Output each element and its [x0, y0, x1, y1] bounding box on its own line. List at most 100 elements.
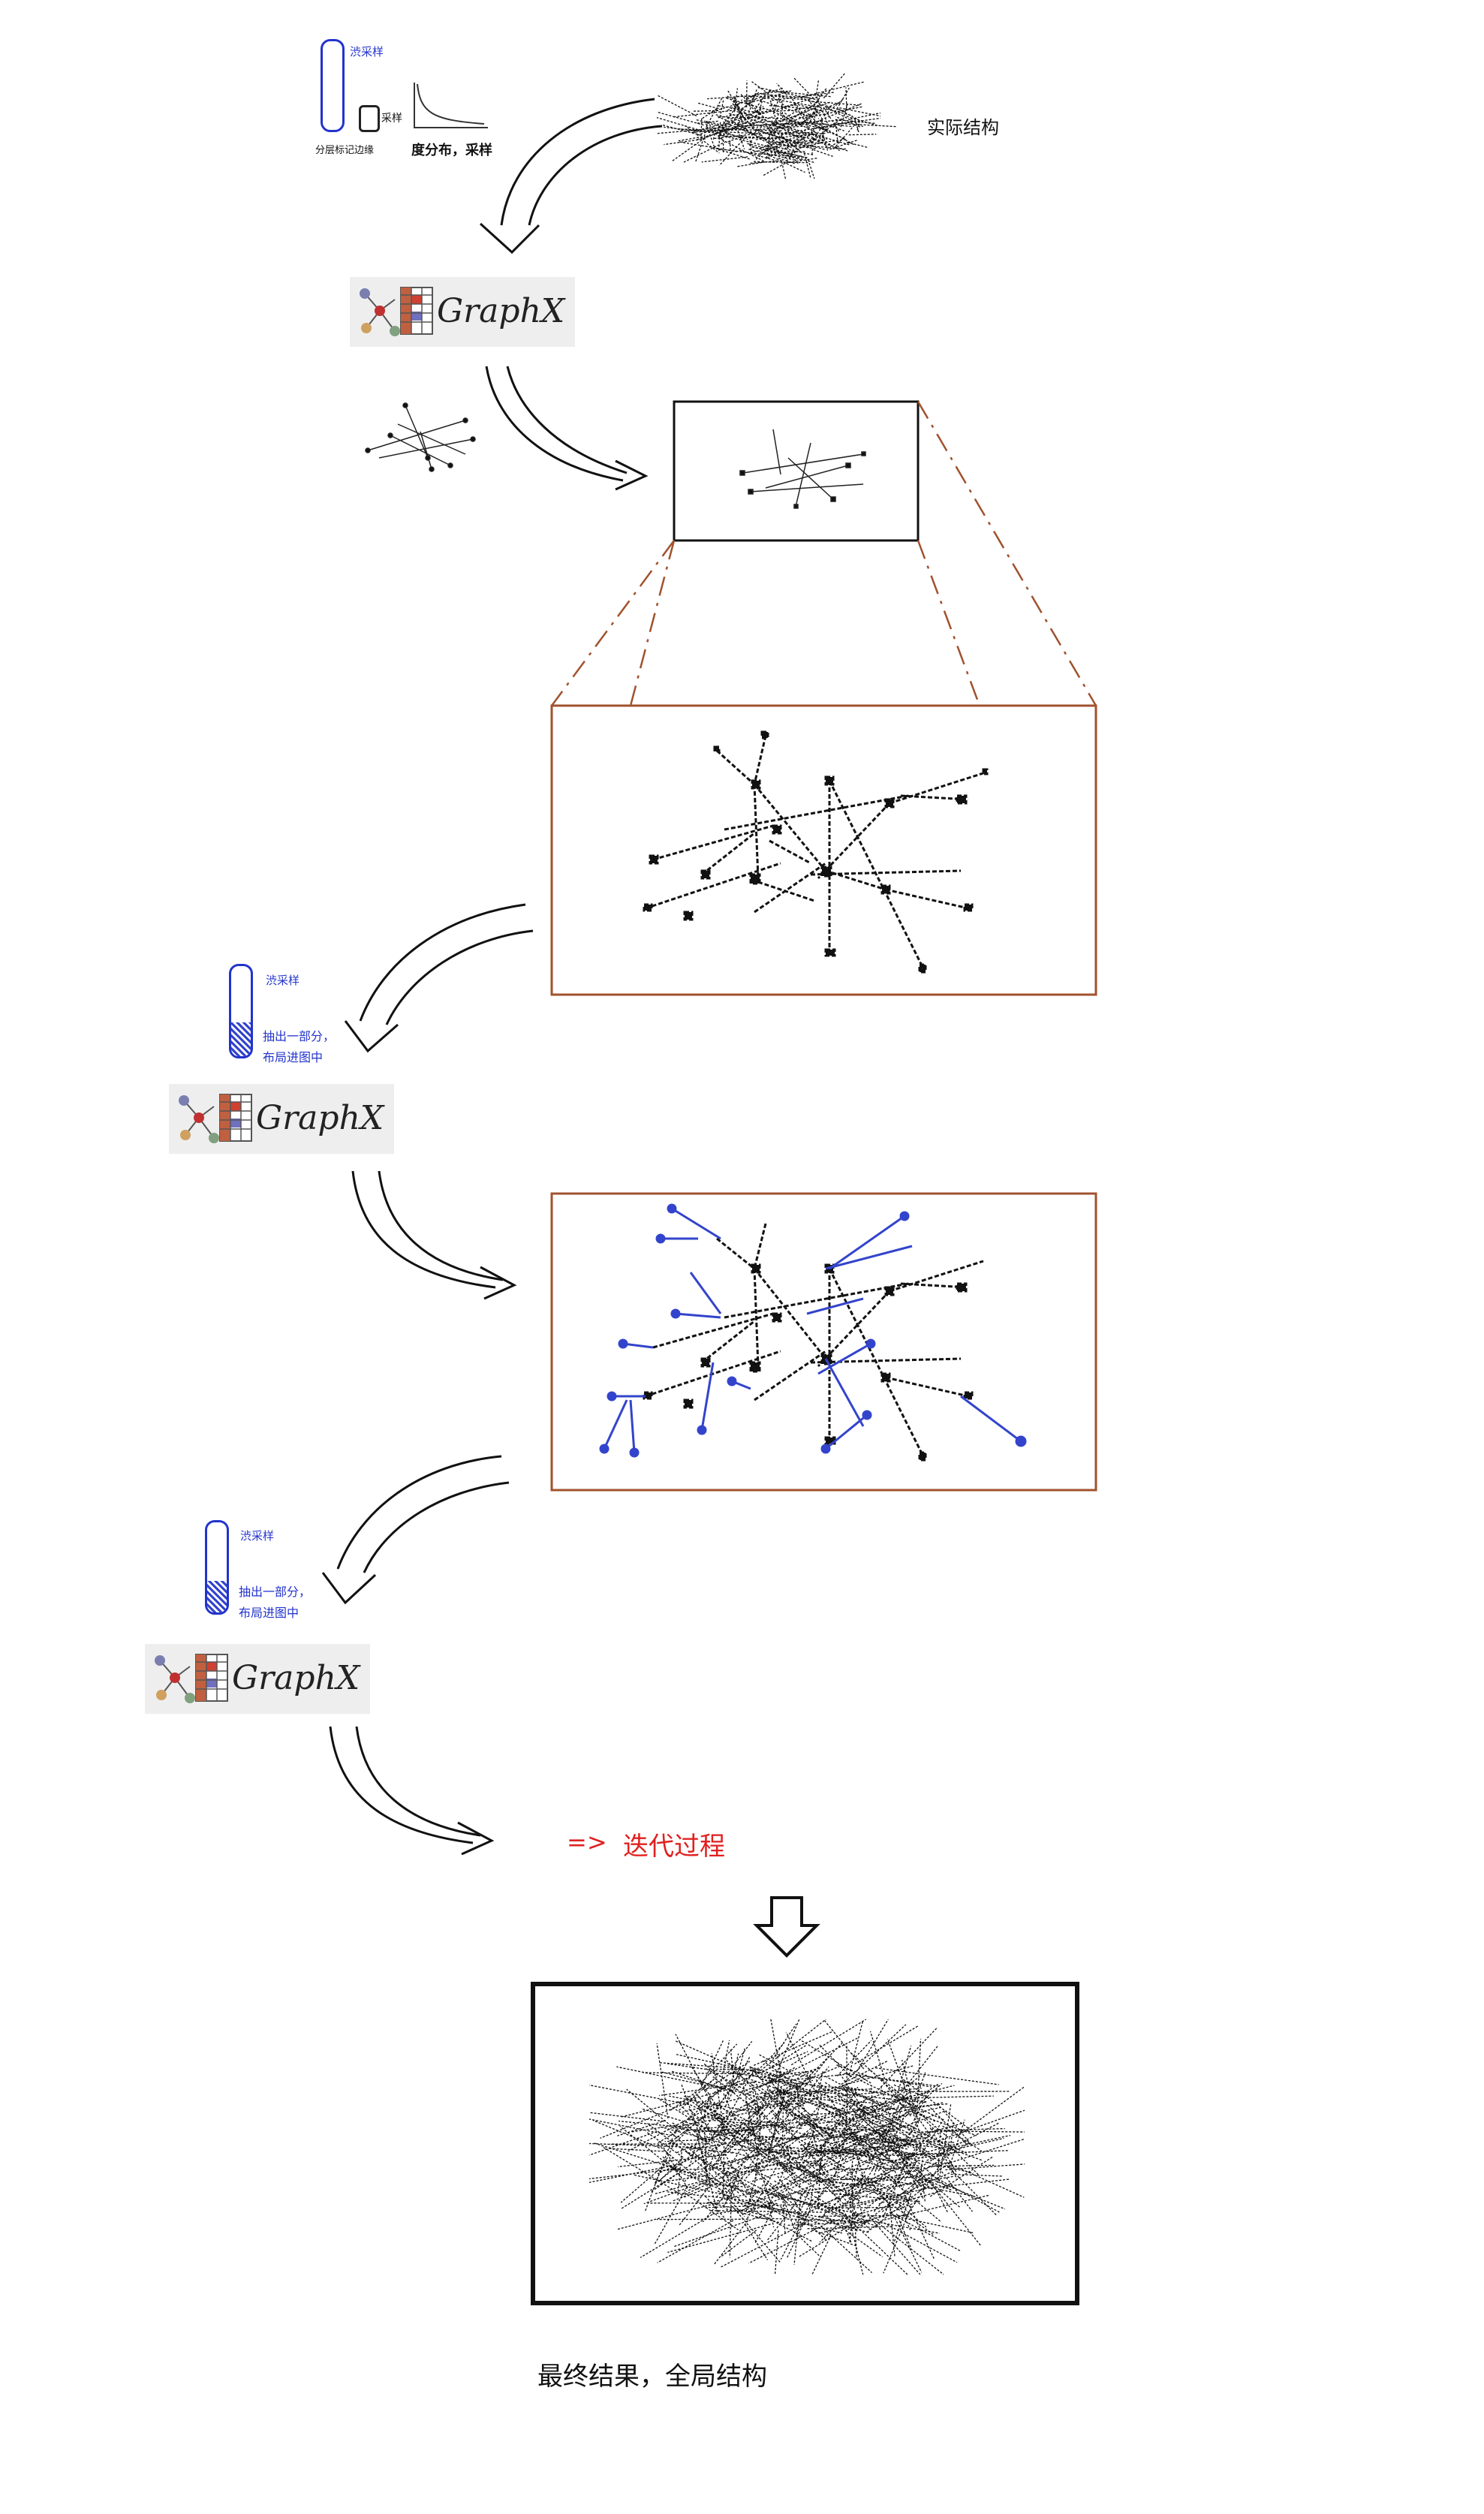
- hairball-edge: [663, 2167, 733, 2171]
- hairball-edge: [893, 2148, 916, 2184]
- zoom-lines: [550, 401, 1097, 706]
- hairball-edge: [832, 2154, 842, 2181]
- hairball-edge: [757, 2145, 820, 2166]
- hairball-edge: [707, 128, 745, 132]
- hairball-edge: [701, 156, 748, 163]
- hairball-edge: [841, 2060, 889, 2085]
- hairball-edge: [797, 2205, 814, 2232]
- hairball-edge: [718, 113, 732, 140]
- hairball-edge: [757, 117, 790, 128]
- hairball-edge: [718, 137, 745, 167]
- hairball-edge: [745, 116, 773, 127]
- hairball-edge: [936, 2127, 1005, 2131]
- hairball-edge: [726, 2053, 739, 2103]
- hairball-edge: [746, 123, 766, 140]
- hairball-edge: [619, 2125, 674, 2169]
- hairball-edge: [785, 120, 853, 128]
- hairball-edge: [710, 2127, 725, 2164]
- hairball-edge: [769, 2088, 821, 2108]
- hairball-edge: [620, 2157, 674, 2203]
- hairball-edge: [649, 2149, 713, 2193]
- hairball-edge: [736, 2048, 745, 2079]
- hairball-edge: [691, 2136, 775, 2150]
- hairball-edge: [814, 112, 816, 128]
- hairball-edge: [721, 134, 779, 150]
- hairball-edge: [747, 2188, 860, 2215]
- hairball-edge: [712, 97, 761, 113]
- hairball-edge: [683, 2095, 729, 2128]
- hairball-edge: [683, 140, 727, 163]
- hairball-edge: [721, 2151, 760, 2208]
- hairball-edge: [814, 2091, 927, 2103]
- hairball-edge: [770, 2019, 781, 2073]
- hairball-edge: [734, 97, 744, 125]
- hairball-edge: [787, 2211, 810, 2258]
- hairball-edge: [761, 2172, 796, 2195]
- hairball-edge: [894, 2123, 962, 2143]
- hairball-edge: [733, 88, 739, 113]
- hairball-edge: [588, 2112, 664, 2122]
- hairball-edge: [815, 2079, 862, 2145]
- hairball-edge: [947, 2162, 1025, 2198]
- hairball-edge: [821, 130, 824, 141]
- hairball-edge: [832, 117, 880, 125]
- hairball-edge: [757, 129, 812, 149]
- hairball-edge: [814, 2148, 851, 2172]
- hairball-edge: [893, 2084, 929, 2099]
- hairball-edge: [703, 2171, 745, 2217]
- hairball-edge: [670, 2127, 783, 2139]
- hairball-edge: [829, 2162, 883, 2192]
- hairball-edge: [938, 2109, 1025, 2142]
- hairball-edge: [775, 2066, 829, 2132]
- hairball-edge: [800, 114, 813, 125]
- hairball-edge: [878, 2133, 911, 2208]
- hairball-edge: [774, 2086, 809, 2114]
- hairball-edge: [654, 2186, 688, 2245]
- zoom-frame-small-graph: [739, 429, 866, 509]
- hairball-edge: [740, 94, 766, 119]
- hairball-edge: [721, 2115, 762, 2180]
- hairball-edge: [659, 2141, 688, 2189]
- hairball-edge: [748, 89, 757, 113]
- hairball-edge: [671, 135, 709, 162]
- hairball-edge: [861, 2138, 955, 2143]
- hairball-edge: [678, 2076, 718, 2112]
- hairball-edge: [658, 2097, 716, 2136]
- hairball-edge: [762, 2044, 807, 2073]
- hairball-edge: [789, 95, 808, 121]
- hairball-edge: [682, 2100, 757, 2137]
- hairball-edge: [810, 2150, 918, 2157]
- hairball-edge: [878, 2178, 975, 2197]
- hairball-edge: [693, 2094, 711, 2135]
- hairball-edge: [805, 2174, 909, 2199]
- hairball-edge: [746, 89, 781, 98]
- hairball-edge: [796, 2161, 823, 2184]
- hairball-edge: [844, 2024, 907, 2083]
- hairball-edge: [705, 2202, 831, 2208]
- hairball-edge: [751, 2084, 762, 2142]
- hairball-edge: [918, 2148, 926, 2185]
- hairball-edge: [712, 128, 717, 140]
- hairball-edge: [875, 2067, 999, 2085]
- hairball-edge: [846, 2126, 886, 2145]
- hairball-edge: [871, 2111, 968, 2154]
- hairball-edge: [703, 2063, 763, 2110]
- hairball-edge: [617, 2120, 666, 2136]
- hairball-edge: [761, 2060, 811, 2095]
- hairball-edge: [723, 128, 784, 131]
- hairball-edge: [814, 2125, 866, 2141]
- hairball-edge: [778, 157, 796, 165]
- hairball-edge: [664, 138, 706, 146]
- hairball-edge: [706, 2147, 793, 2167]
- hairball-edge: [845, 87, 847, 111]
- hairball-edge: [891, 2045, 938, 2105]
- hairball-edge: [744, 2109, 807, 2159]
- hairball-edge: [754, 161, 777, 163]
- hairball-edge: [704, 120, 752, 133]
- hairball-edge: [721, 2229, 757, 2257]
- hairball-edge: [768, 132, 817, 134]
- hairball-edge: [883, 2205, 912, 2274]
- hairball-edge: [757, 2203, 871, 2234]
- hairball-edge: [819, 2220, 842, 2243]
- hairball-edge: [832, 123, 856, 150]
